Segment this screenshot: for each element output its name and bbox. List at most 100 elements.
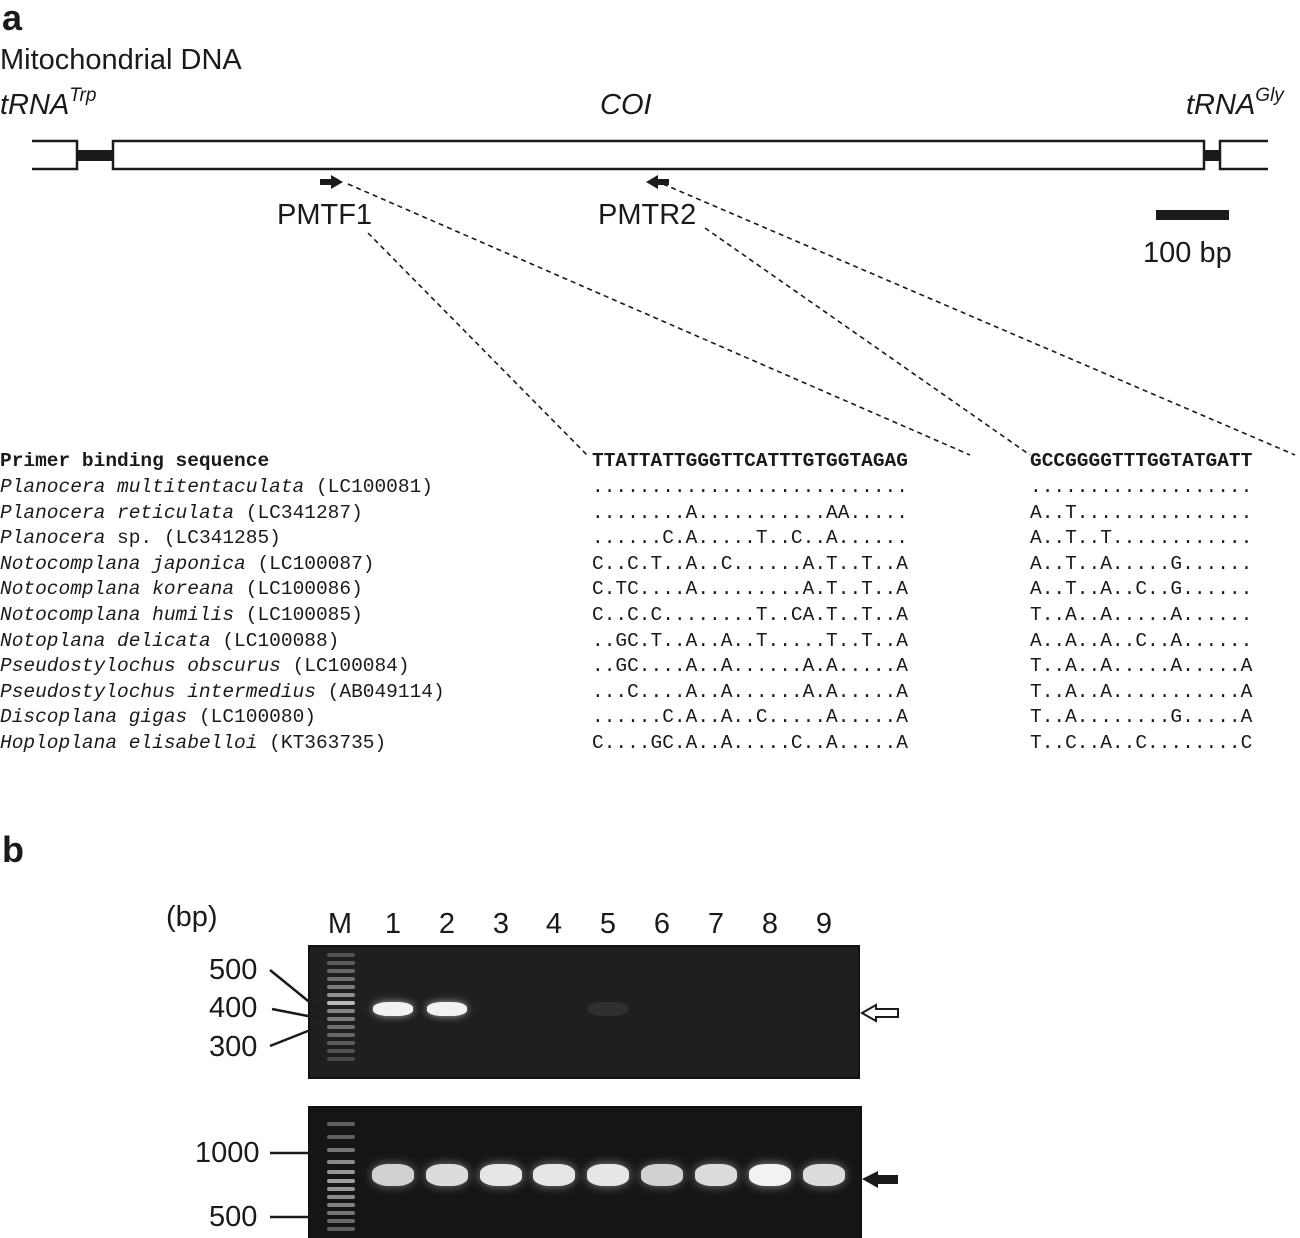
accession-number: (LC100081) bbox=[315, 476, 433, 498]
ladder-band bbox=[327, 993, 355, 997]
species-epithet: koreana bbox=[152, 578, 235, 601]
species-genus: Notocomplana bbox=[0, 604, 141, 626]
species-name: Hoploplana elisabelloi (KT363735) bbox=[0, 731, 386, 757]
lane-label-2: 2 bbox=[438, 908, 456, 940]
ladder-band bbox=[327, 1033, 355, 1037]
sequence-r-row: T..A..A.....A.....A bbox=[1030, 655, 1253, 678]
control-band bbox=[480, 1164, 522, 1186]
sequence-f-row: ......C.A.....T..C..A...... bbox=[592, 527, 908, 550]
species-epithet: obscurus bbox=[187, 655, 281, 678]
species-genus: Discoplana bbox=[0, 706, 118, 729]
panel-a-label: a bbox=[2, 0, 23, 38]
species-epithet: multitentaculata bbox=[117, 476, 305, 498]
species-genus: Notocomplana bbox=[0, 578, 141, 601]
bottom-marker-1000: 1000 bbox=[195, 1137, 260, 1169]
alignment-header: Primer binding sequence bbox=[0, 450, 270, 472]
lane-label-5: 5 bbox=[599, 908, 617, 940]
sequence-f-row: C..C.T..A..C......A.T..T..A bbox=[592, 552, 908, 575]
reverse-primer-arrow bbox=[646, 175, 669, 189]
coi-gene-box bbox=[111, 139, 1206, 171]
species-genus: Planocera bbox=[0, 527, 106, 550]
pcr-band bbox=[427, 1002, 467, 1016]
trna-gly-segment bbox=[1204, 150, 1220, 161]
lane-label-M: M bbox=[327, 908, 353, 940]
primer-f-sequence: TTATTATTGGGTTCATTTGTGGTAGAG bbox=[592, 450, 908, 472]
species-genus: Planocera bbox=[0, 501, 106, 524]
trna-trp-label: tRNATrp bbox=[0, 85, 97, 121]
sequence-r-row: ................... bbox=[1030, 476, 1253, 498]
ladder-band bbox=[327, 985, 355, 989]
accession-number: (LC100088) bbox=[222, 629, 340, 652]
pcr-band bbox=[588, 1002, 628, 1016]
species-genus: Planocera bbox=[0, 476, 106, 498]
sequence-f-row: ..GC.T..A..A..T.....T..T..A bbox=[592, 629, 908, 652]
sequence-f-row: ...C....A..A......A.A.....A bbox=[592, 680, 908, 703]
primer-pmtr2-label: PMTR2 bbox=[598, 199, 697, 231]
species-epithet: elisabelloi bbox=[128, 732, 258, 754]
ladder-band bbox=[327, 1195, 355, 1199]
species-name: Notocomplana koreana (LC100086) bbox=[0, 577, 363, 603]
accession-number: (LC100080) bbox=[198, 706, 316, 729]
sequence-r-row: A..T..A..C..G...... bbox=[1030, 578, 1253, 601]
ladder-band bbox=[327, 1160, 355, 1164]
ladder-band bbox=[327, 977, 355, 981]
lane-label-8: 8 bbox=[761, 908, 779, 940]
accession-number: (LC341287) bbox=[245, 501, 363, 524]
ladder-band bbox=[327, 1001, 355, 1005]
species-name: Planocera multitentaculata (LC100081) bbox=[0, 475, 433, 501]
sequence-r-row: T..C..A..C........C bbox=[1030, 732, 1253, 754]
sequence-f-row: ..GC....A..A......A.A.....A bbox=[592, 655, 908, 678]
accession-number: (LC341285) bbox=[163, 527, 281, 550]
sequence-r-row: A..T..A.....G...... bbox=[1030, 552, 1253, 575]
scale-bar-label: 100 bp bbox=[1143, 237, 1232, 269]
coi-label: COI bbox=[600, 89, 652, 121]
bottom-marker-500: 500 bbox=[209, 1201, 258, 1233]
accession-number: (LC100085) bbox=[245, 604, 363, 626]
ladder-band bbox=[327, 1203, 355, 1207]
lane-label-7: 7 bbox=[707, 908, 725, 940]
species-name: Notoplana delicata (LC100088) bbox=[0, 629, 339, 655]
left-flank-box bbox=[32, 139, 79, 171]
top-marker-500: 500 bbox=[209, 954, 258, 986]
ladder-band bbox=[327, 1170, 355, 1174]
control-band bbox=[587, 1164, 629, 1186]
ladder-band bbox=[327, 1179, 355, 1183]
ladder-band bbox=[327, 961, 355, 965]
trna-gly-label: tRNAGly bbox=[1186, 85, 1284, 121]
trna-trp-segment bbox=[77, 150, 113, 161]
ladder-band bbox=[327, 1049, 355, 1053]
accession-number: (AB049114) bbox=[327, 680, 445, 703]
sequence-f-row: C.TC....A.........A.T..T..A bbox=[592, 578, 908, 601]
species-name: Notocomplana japonica (LC100087) bbox=[0, 552, 375, 578]
sequence-f-row: ........A...........AA..... bbox=[592, 501, 908, 524]
sequence-f-row: C....GC.A..A.....C..A.....A bbox=[592, 732, 908, 754]
sequence-r-row: T..A..A...........A bbox=[1030, 680, 1253, 703]
sequence-r-row: A..T............... bbox=[1030, 501, 1253, 524]
ladder-band bbox=[327, 953, 355, 957]
control-band bbox=[803, 1164, 845, 1186]
ladder-band bbox=[327, 1219, 355, 1223]
sequence-r-row: A..A..A..C..A...... bbox=[1030, 629, 1253, 652]
species-epithet: intermedius bbox=[187, 680, 316, 703]
pcr-band bbox=[373, 1002, 413, 1016]
lane-label-6: 6 bbox=[653, 908, 671, 940]
mtdna-heading: Mitochondrial DNA bbox=[0, 44, 242, 76]
ladder-band bbox=[327, 1041, 355, 1045]
accession-number: (LC100086) bbox=[245, 578, 363, 601]
species-genus: Notocomplana bbox=[0, 552, 141, 575]
accession-number: (LC100087) bbox=[257, 552, 375, 575]
ladder-band bbox=[327, 1025, 355, 1029]
species-epithet: reticulata bbox=[117, 501, 235, 524]
sequence-f-row: C..C.C........T..CA.T..T..A bbox=[592, 604, 908, 626]
control-band bbox=[426, 1164, 468, 1186]
species-name: Pseudostylochus obscurus (LC100084) bbox=[0, 654, 410, 680]
bp-unit-label: (bp) bbox=[166, 901, 218, 933]
ladder-band bbox=[327, 1017, 355, 1021]
scale-bar bbox=[1156, 210, 1229, 220]
filled-arrow-icon bbox=[862, 1171, 898, 1188]
sequence-r-row: A..T..T............ bbox=[1030, 527, 1253, 550]
species-name: Discoplana gigas (LC100080) bbox=[0, 705, 316, 731]
accession-number: (KT363735) bbox=[269, 732, 387, 754]
ladder-band bbox=[327, 1187, 355, 1191]
